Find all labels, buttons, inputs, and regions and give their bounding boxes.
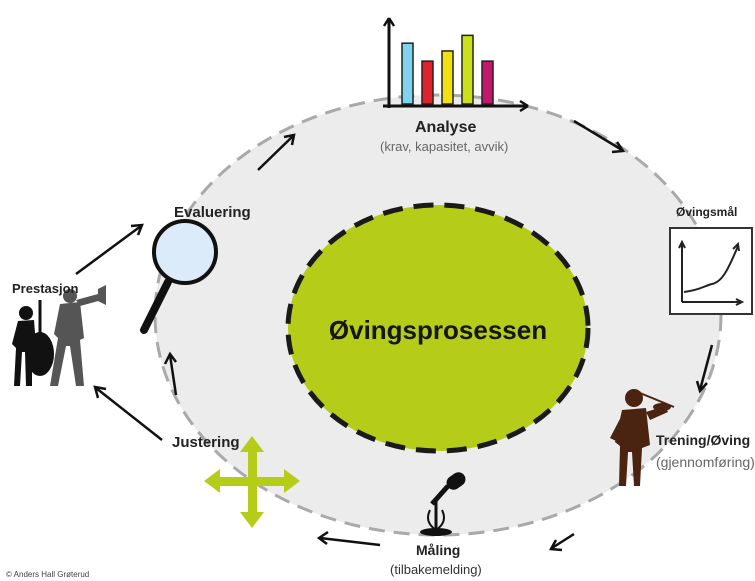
stage-label-justering: Justering <box>172 434 240 451</box>
stage-label-trening-main: Trening <box>656 432 707 448</box>
center-title: Øvingsprosessen <box>328 315 548 345</box>
magnifier-icon <box>140 219 218 334</box>
stage-sub-analyse: (krav, kapasitet, avvik) <box>380 139 509 154</box>
violinist-icon <box>610 389 675 486</box>
stage-label-trening-suffix: /Øving <box>706 432 751 448</box>
stage-label-evaluering: Evaluering <box>174 204 251 221</box>
bar-5 <box>481 60 494 105</box>
bar-3 <box>441 50 454 105</box>
line-graph-icon <box>669 227 753 315</box>
musicians-icon <box>12 285 106 386</box>
flow-arrows <box>75 119 714 552</box>
stage-label-maling: Måling <box>416 542 461 558</box>
stage-label-analyse: Analyse <box>415 119 477 136</box>
credit-text: © Anders Hall Grøterud <box>6 570 90 579</box>
stage-sub-maling: (tilbakemelding) <box>390 562 482 577</box>
bar-1 <box>401 42 414 105</box>
center-ellipse <box>285 202 591 454</box>
cross-arrows-icon <box>204 436 300 528</box>
bar-2 <box>421 60 434 105</box>
bar-chart-icon <box>382 17 529 113</box>
stage-label-trening: Trening/Øving <box>656 432 750 448</box>
microphone-icon <box>420 472 466 536</box>
stage-label-prestasjon: Prestasjon <box>12 281 79 296</box>
stage-sub-trening: (gjennomføring) <box>656 454 755 470</box>
stage-label-ovingsmal: Øvingsmål <box>676 205 738 219</box>
bar-4 <box>461 34 474 105</box>
